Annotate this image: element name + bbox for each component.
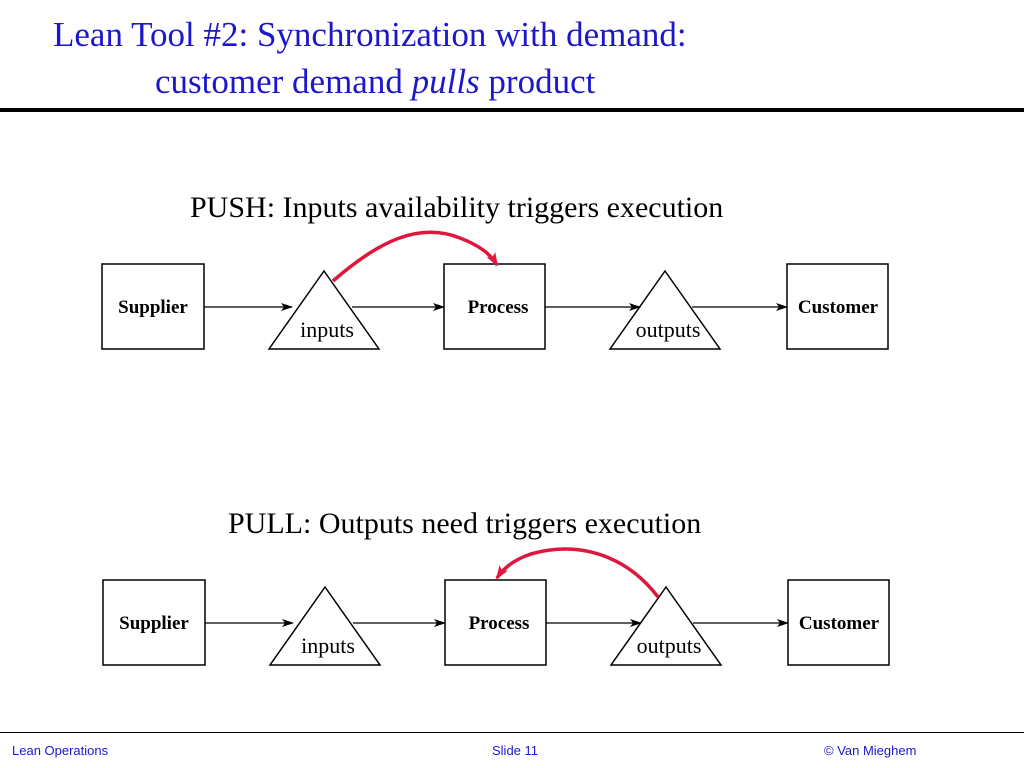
footer-copyright: © Van Mieghem [824,743,917,758]
pull-diagram: Supplier inputs Process outputs Customer [102,547,890,666]
push-inputs-label: inputs [300,317,354,342]
pull-outputs-label: outputs [637,633,702,658]
title-line-2: customer demand pulls product [155,64,595,99]
pull-inputs-triangle [268,585,382,666]
title-text: customer demand [155,62,412,101]
footer-course-title: Lean Operations [12,743,109,758]
title-emphasis: pulls [411,62,480,101]
title-line-1: Lean Tool #2: Synchronization with deman… [53,15,687,54]
footer-divider [0,732,1024,733]
pull-process-label: Process [469,613,530,634]
push-inputs-triangle [267,269,381,350]
footer-slide-number: Slide 11 [492,743,539,758]
pull-inputs-label: inputs [301,633,355,658]
push-customer-label: Customer [798,297,879,318]
pull-customer-label: Customer [799,613,880,634]
push-outputs-label: outputs [636,317,701,342]
pull-heading: PULL: Outputs need triggers execution [228,507,702,540]
push-trigger-arrow [331,230,499,283]
push-heading: PUSH: Inputs availability triggers execu… [190,191,724,224]
push-supplier-label: Supplier [118,297,188,318]
title-text-end: product [479,62,596,101]
push-diagram: Supplier inputs Process outputs Customer [101,230,889,350]
push-process-label: Process [468,297,529,318]
pull-supplier-label: Supplier [119,613,189,634]
pull-trigger-arrow [495,547,660,599]
title-divider [0,108,1024,112]
